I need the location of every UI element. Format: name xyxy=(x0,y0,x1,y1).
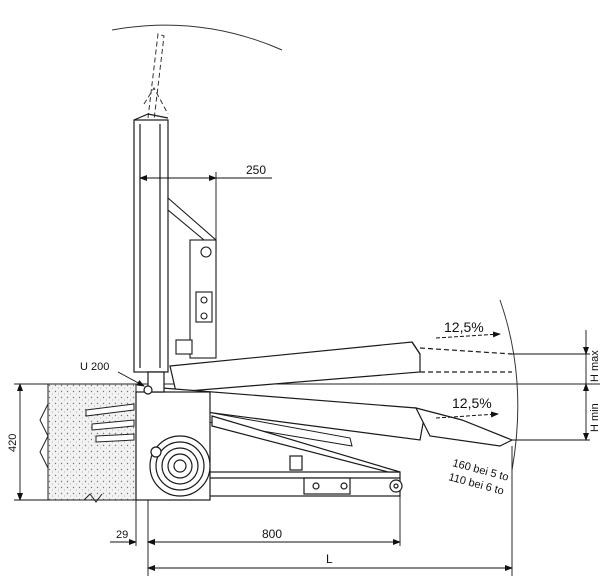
spring-housing xyxy=(135,371,211,501)
lip-swing-arc-right xyxy=(499,299,519,471)
hmax-label: H max xyxy=(589,350,600,382)
dimension-800-label: 800 xyxy=(262,527,282,541)
slope-down-arrow xyxy=(435,411,499,419)
dimension-L-label: L xyxy=(326,552,333,566)
dimension-250-label: 250 xyxy=(246,163,266,177)
dimension-bottom xyxy=(110,446,513,576)
anchor-bars xyxy=(85,403,135,443)
slope-up-label: 12,5% xyxy=(444,319,484,335)
dimension-420 xyxy=(14,383,48,501)
profile-u200-leader xyxy=(117,371,145,387)
profile-u200-label: U 200 xyxy=(80,361,109,373)
dimension-29-label: 29 xyxy=(116,529,128,541)
slope-up-arrow xyxy=(435,331,501,339)
support-frame xyxy=(167,196,217,359)
platform-hmax-position xyxy=(169,341,513,393)
dimension-hmax-hmin xyxy=(512,330,590,441)
raised-lip-dashed xyxy=(143,33,169,121)
hmin-label: H min xyxy=(589,403,600,432)
dimension-420-label: 420 xyxy=(7,434,19,452)
platform-hmin-position xyxy=(159,387,514,447)
dimension-250 xyxy=(139,172,272,240)
lip-swing-arc-top xyxy=(111,24,283,51)
concrete-foundation xyxy=(39,383,137,503)
vertical-platform xyxy=(133,113,169,373)
slope-down-label: 12,5% xyxy=(452,395,492,411)
